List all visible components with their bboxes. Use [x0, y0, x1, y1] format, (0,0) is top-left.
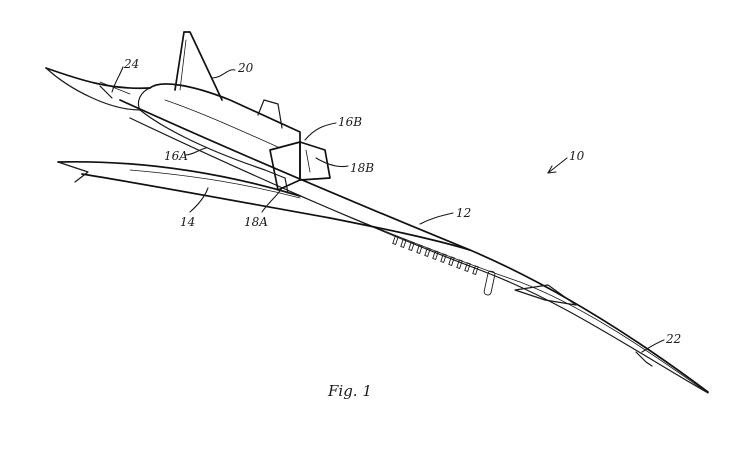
- cabin-door: [483, 270, 496, 296]
- label-wing: 14: [180, 215, 195, 229]
- label-outlet-a: 18A: [244, 215, 268, 229]
- vertical-tail: [174, 31, 223, 101]
- label-tail: 20: [237, 61, 254, 75]
- nose-probe: [635, 351, 653, 367]
- engine-nacelle: [137, 83, 331, 194]
- inlet-right: [299, 141, 331, 181]
- reference-labels: 24 20 16B 18B 16A 18A 14 12 10 22: [123, 57, 681, 346]
- label-inlet-a: 16A: [164, 149, 188, 163]
- fuselage: [119, 99, 709, 394]
- label-fuselage: 12: [456, 206, 471, 220]
- cabin-windows: [392, 235, 496, 296]
- figure-caption: Fig. 1: [327, 382, 372, 400]
- label-exhaust: 24: [123, 57, 139, 71]
- reference-arrow: [547, 157, 568, 174]
- label-inlet-b: 16B: [338, 115, 362, 129]
- label-aircraft: 10: [569, 149, 585, 163]
- inlet-left: [269, 141, 301, 191]
- label-nose: 22: [665, 332, 681, 346]
- windshield: [514, 284, 577, 306]
- leader-lines: [111, 66, 665, 353]
- exhaust-section: [45, 67, 151, 111]
- supersonic-aircraft: [45, 31, 709, 394]
- label-outlet-b: 18B: [350, 161, 374, 175]
- wing: [57, 160, 471, 251]
- dorsal-fin: [257, 99, 283, 129]
